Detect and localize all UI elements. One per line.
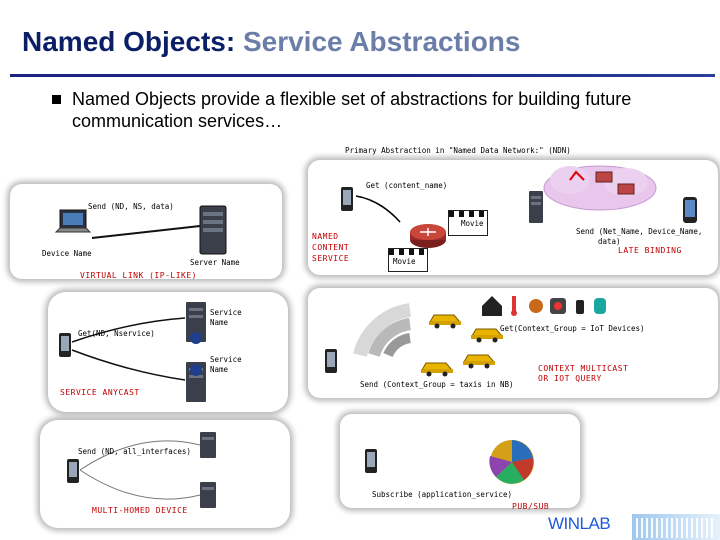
virtual-link-title: VIRTUAL LINK (IP-LIKE) xyxy=(80,271,197,280)
multihomed-title: MULTI-HOMED DEVICE xyxy=(92,506,188,515)
pie-chart-thumbnail-icon xyxy=(478,430,548,490)
panel-anycast xyxy=(48,292,288,412)
taxi-icon-2 xyxy=(471,328,504,343)
server-name-label: Server Name xyxy=(190,258,240,267)
anycast-server-icon-1 xyxy=(186,302,206,344)
ndn-send-line-1: Send (Net_Name, Device_Name, xyxy=(576,227,703,236)
taxi-icon-3 xyxy=(421,362,454,377)
sensor-icon xyxy=(529,299,543,313)
bullet-square-icon xyxy=(52,95,61,104)
anycast-line-2 xyxy=(71,349,186,381)
smartphone-icon xyxy=(683,197,697,223)
movie-label-2: Movie xyxy=(393,257,416,266)
multicast-send-label: Send (Context_Group = taxis in NB) xyxy=(360,380,514,389)
server-icon xyxy=(199,205,227,255)
pubsub-subscribe-label: Subscribe (application_service) xyxy=(372,490,512,499)
title-part-2: Service Abstractions xyxy=(242,26,521,57)
anycast-phone-icon xyxy=(59,333,71,357)
anycast-title: SERVICE ANYCAST xyxy=(60,388,140,397)
router-icon xyxy=(410,224,446,248)
taxi-icon-1 xyxy=(429,314,462,329)
home-icon xyxy=(482,296,502,316)
panel-multihomed xyxy=(40,420,290,528)
multicast-get-label: Get(Context_Group = IoT Devices) xyxy=(500,324,645,333)
multicast-title-line-1: CONTEXT MULTICAST xyxy=(538,364,629,373)
service-name-2-line-2: Name xyxy=(210,365,229,374)
virtual-link-line xyxy=(91,225,201,239)
late-binding-title: LATE BINDING xyxy=(618,246,682,255)
taxi-icon-4 xyxy=(463,354,496,369)
named-content-line-2: CONTENT xyxy=(312,243,350,252)
multicast-title: CONTEXT MULTICAST OR IOT QUERY xyxy=(538,364,628,384)
pubsub-title: PUB/SUB xyxy=(512,502,550,511)
named-content-title: NAMED CONTENT SERVICE xyxy=(312,231,349,264)
anycast-line-1 xyxy=(71,317,186,343)
anycast-get-label: Get(ND, Nservice) xyxy=(78,329,155,338)
device-name-label: Device Name xyxy=(42,249,92,258)
service-name-1-line-1: Service xyxy=(210,308,242,317)
ndn-server-icon xyxy=(529,191,543,223)
bullet-text: Named Objects provide a flexible set of … xyxy=(72,89,632,131)
multihomed-phone-icon xyxy=(67,459,79,483)
ndn-send-line-2: data) xyxy=(598,237,621,246)
ndn-get-label: Get (content_name) xyxy=(366,181,448,190)
ndn-send-label: Send (Net_Name, Device_Name, data) xyxy=(576,227,702,247)
multihomed-server-icon-1 xyxy=(200,432,216,458)
named-content-line-1: NAMED xyxy=(312,232,339,241)
service-name-1: Service Name xyxy=(210,308,242,328)
ndn-get-path xyxy=(355,195,401,223)
multihomed-curve-1 xyxy=(79,440,201,471)
clapboard-stripes-icon xyxy=(389,249,427,255)
multicast-phone-icon xyxy=(325,349,337,373)
watch-icon xyxy=(576,300,584,314)
wireless-signal-icon xyxy=(353,303,412,358)
movie-clapboard-2: Movie xyxy=(388,248,428,272)
phone-icon xyxy=(341,187,353,211)
multicast-title-line-2: OR IOT QUERY xyxy=(538,374,602,383)
service-name-1-line-2: Name xyxy=(210,318,229,327)
service-name-2: Service Name xyxy=(210,355,242,375)
winlab-logo-stripes xyxy=(636,518,716,538)
thermometer-icon xyxy=(512,296,516,312)
anycast-server-icon-2 xyxy=(186,362,206,402)
movie-label-1: Movie xyxy=(461,219,484,228)
multihomed-send-label: Send (ND, all_interfaces) xyxy=(78,447,191,456)
cloud-icon xyxy=(543,165,657,211)
clapboard-stripes-icon xyxy=(449,211,487,217)
movie-clapboard-1: Movie xyxy=(448,210,488,236)
multihomed-server-icon-2 xyxy=(200,482,216,508)
page-title: Named Objects: Service Abstractions xyxy=(22,26,520,58)
multihomed-curve-2 xyxy=(79,469,201,500)
wristband-icon xyxy=(594,298,606,314)
virtual-link-send-label: Send (ND, NS, data) xyxy=(88,202,174,211)
iot-devices-row xyxy=(482,296,606,316)
winlab-logo: WINLAB xyxy=(548,514,611,533)
ndn-caption: Primary Abstraction in "Named Data Netwo… xyxy=(345,146,571,155)
title-part-1: Named Objects: xyxy=(22,26,236,57)
title-divider xyxy=(10,74,715,77)
named-content-line-3: SERVICE xyxy=(312,254,350,263)
laptop-icon xyxy=(54,209,92,233)
service-name-2-line-1: Service xyxy=(210,355,242,364)
pubsub-phone-icon xyxy=(365,449,377,473)
